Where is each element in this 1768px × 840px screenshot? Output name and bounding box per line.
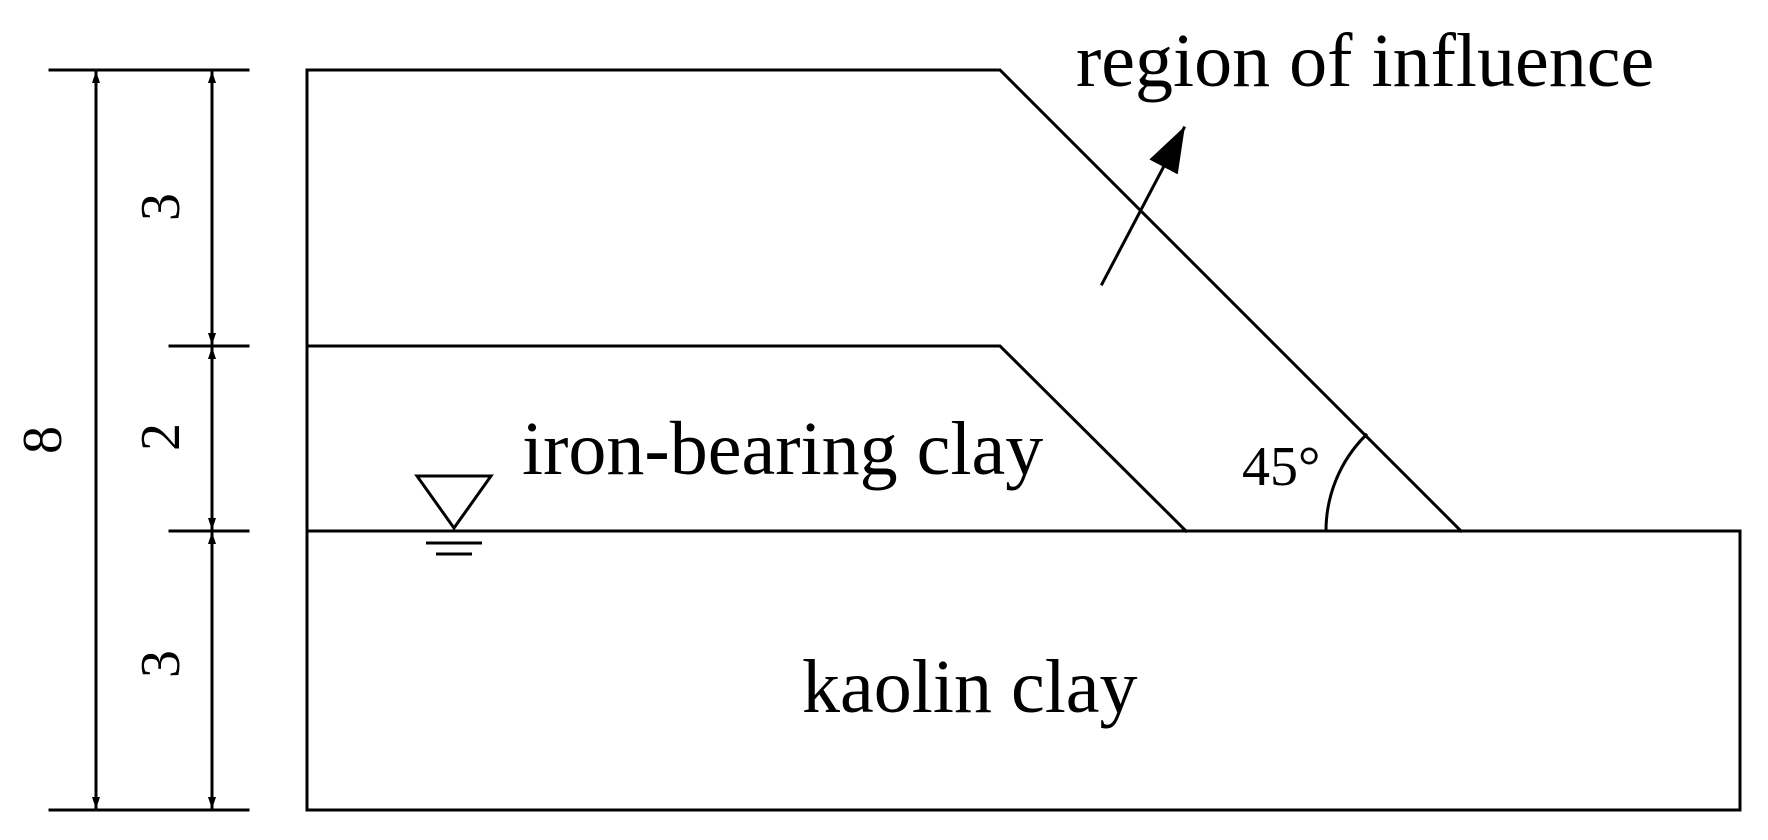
dimension-label-upper: 3 [130,193,192,221]
angle-label: 45° [1242,436,1320,498]
iron-clay-label: iron-bearing clay [522,407,1043,491]
kaolin-clay-layer [305,529,1742,812]
dimension-ticks [48,68,250,812]
upper-slope-boundary [305,68,1464,534]
water-table-icon [414,474,494,556]
dimension-label-total: 8 [12,426,74,454]
iron-clay-boundary [305,344,1189,534]
dimension-label-middle: 2 [130,423,192,451]
kaolin-clay-label: kaolin clay [802,645,1138,729]
region-label: region of influence [1076,19,1654,103]
angle-arc [1324,432,1369,533]
arrow-up-right-icon [1099,125,1187,287]
dimension-label-lower: 3 [130,650,192,678]
